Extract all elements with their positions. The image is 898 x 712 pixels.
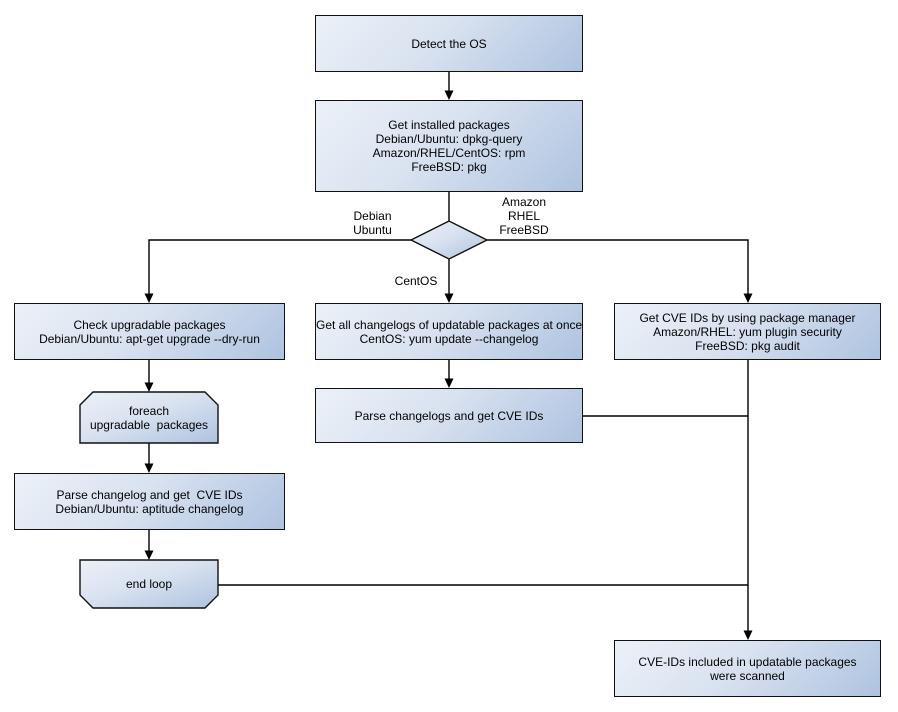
arrowhead-icon [144,550,154,560]
arrowhead-icon [144,463,154,473]
node-parse-changelog-debian: Parse changelog and get CVE IDs Debian/U… [14,473,285,530]
edge-label-line: RHEL [507,209,540,223]
arrowhead-icon [444,293,454,303]
node-text-line: FreeBSD: pkg audit [695,338,800,353]
node-check-upgradable-packages: Check upgradable packages Debian/Ubuntu:… [14,303,285,360]
arrowheads [144,90,753,640]
node-text-line: CentOS: yum update --changelog [359,331,539,346]
arrowhead-icon [743,630,753,640]
node-get-all-changelogs: Get all changelogs of updatable packages… [315,303,583,360]
node-parse-changelogs-centos: Parse changelogs and get CVE IDs [315,388,583,443]
connector-lines [148,72,749,631]
node-text-line: CVE-IDs included in updatable packages [638,654,857,669]
end-loop-shape [79,559,219,609]
arrowhead-icon [743,293,753,303]
node-foreach-loop-start: foreach upgradable packages [80,392,218,443]
node-text-line: Get CVE IDs by using package manager [639,310,856,325]
node-text-line: Parse changelogs and get CVE IDs [354,408,544,423]
node-detect-os: Detect the OS [315,15,583,72]
arrowhead-icon [444,378,454,388]
node-end-loop: end loop [80,560,218,608]
node-get-cve-ids-pkg-manager: Get CVE IDs by using package manager Ama… [614,303,881,360]
decision-diamond [409,220,489,260]
node-text-line: FreeBSD: pkg [411,160,487,174]
edge-label-line: Ubuntu [353,223,392,237]
node-text-line: Debian/Ubuntu: dpkg-query [375,132,523,146]
node-text-line: Detect the OS [411,36,487,51]
edge-label-amazon-rhel-freebsd: Amazon RHEL FreeBSD [494,195,554,237]
arrowhead-icon [444,90,454,100]
node-text-line: upgradable packages [89,417,209,432]
node-result-scanned: CVE-IDs included in updatable packages w… [614,640,881,697]
edge-label-debian-ubuntu: Debian Ubuntu [345,209,400,237]
node-text-line: Debian/Ubuntu: apt-get upgrade --dry-run [39,331,260,346]
node-text-line: Amazon/RHEL/CentOS: rpm [372,146,526,160]
edge-label-line: CentOS [394,274,438,288]
edge-label-line: Debian [353,209,392,223]
edge-label-centos: CentOS [390,274,442,288]
node-text-line: were scanned [710,668,785,683]
node-get-installed-packages: Get installed packages Debian/Ubuntu: dp… [315,100,583,192]
node-text-line: Amazon/RHEL: yum plugin security [653,324,842,339]
node-text-line: Debian/Ubuntu: aptitude changelog [55,501,244,516]
edge-label-line: FreeBSD [499,223,549,237]
node-text-line: end loop [125,577,173,591]
arrowhead-icon [144,382,154,392]
node-text-line: Get all changelogs of updatable packages… [316,317,583,332]
node-text-line: Check upgradable packages [73,317,226,332]
node-text-line: foreach [128,403,170,418]
edge-label-line: Amazon [501,195,547,209]
node-text-line: Parse changelog and get CVE IDs [56,487,243,502]
arrowhead-icon [144,293,154,303]
edge-decision-to-check-upgradable [148,239,411,294]
node-text-line: Get installed packages [388,118,510,132]
foreach-loop-shape [79,391,219,444]
edge-decision-to-get-cve-ids [487,239,749,294]
